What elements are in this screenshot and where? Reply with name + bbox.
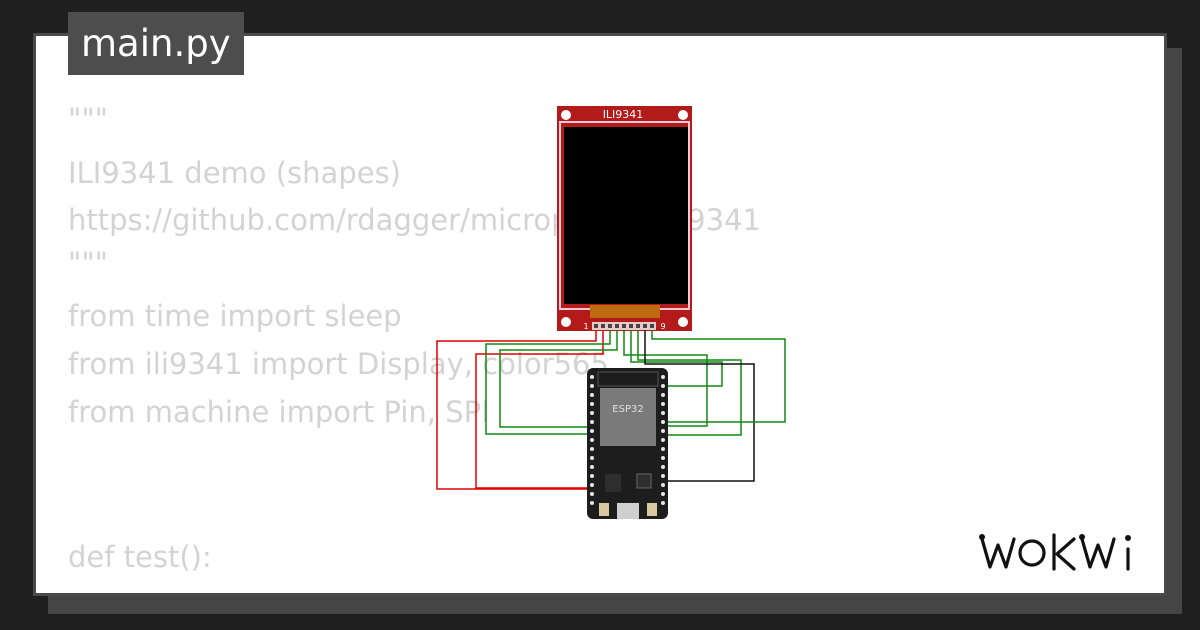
boot-button[interactable]	[599, 503, 609, 516]
wokwi-logo	[979, 533, 1131, 571]
display-screen	[564, 127, 688, 304]
wire-gnd[interactable]	[644, 330, 755, 482]
code-line-2: ILI9341 demo (shapes)	[68, 156, 401, 190]
wire-green-6[interactable]	[651, 330, 786, 423]
reset-button[interactable]	[647, 503, 657, 516]
wire-green-3[interactable]	[623, 330, 708, 427]
right-header-pins	[661, 375, 665, 505]
mount-hole-tl	[561, 110, 571, 120]
wire-vcc[interactable]	[436, 330, 597, 490]
mount-hole-br	[678, 317, 688, 327]
regulator	[605, 474, 621, 492]
mount-hole-tr	[678, 110, 688, 120]
usb-chip	[636, 473, 652, 489]
code-line-6: from ili9341 import Display, color565	[68, 347, 609, 381]
esp32-board[interactable]: ESP32	[587, 368, 668, 519]
display-pin-header	[592, 322, 656, 330]
code-line-7: from machine import Pin, SPI	[68, 395, 490, 429]
left-header-pins	[590, 375, 594, 505]
wire-green-5[interactable]	[637, 330, 742, 436]
display-ribbon	[590, 305, 660, 318]
wire-green-2[interactable]	[499, 330, 618, 428]
usb-port[interactable]	[617, 503, 639, 519]
display-label: ILI9341	[603, 108, 644, 121]
pin-label-first: 1	[583, 322, 588, 331]
ili9341-display[interactable]: ILI9341 1 9	[557, 106, 692, 331]
code-line-10: def test():	[68, 540, 212, 574]
code-line-4: """	[68, 246, 109, 280]
wires[interactable]	[436, 330, 786, 490]
mount-hole-bl	[561, 317, 571, 327]
code-line-5: from time import sleep	[68, 299, 402, 333]
esp32-module	[600, 388, 656, 446]
board-label: ESP32	[612, 404, 643, 415]
code-line-1: """	[68, 102, 109, 136]
file-tab[interactable]: main.py	[68, 12, 244, 75]
antenna	[597, 371, 659, 387]
wire-green-4[interactable]	[630, 330, 723, 387]
wire-green-1[interactable]	[485, 330, 611, 435]
wire-red-2[interactable]	[475, 330, 604, 489]
pin-label-last: 9	[660, 322, 665, 331]
file-name: main.py	[81, 22, 231, 65]
